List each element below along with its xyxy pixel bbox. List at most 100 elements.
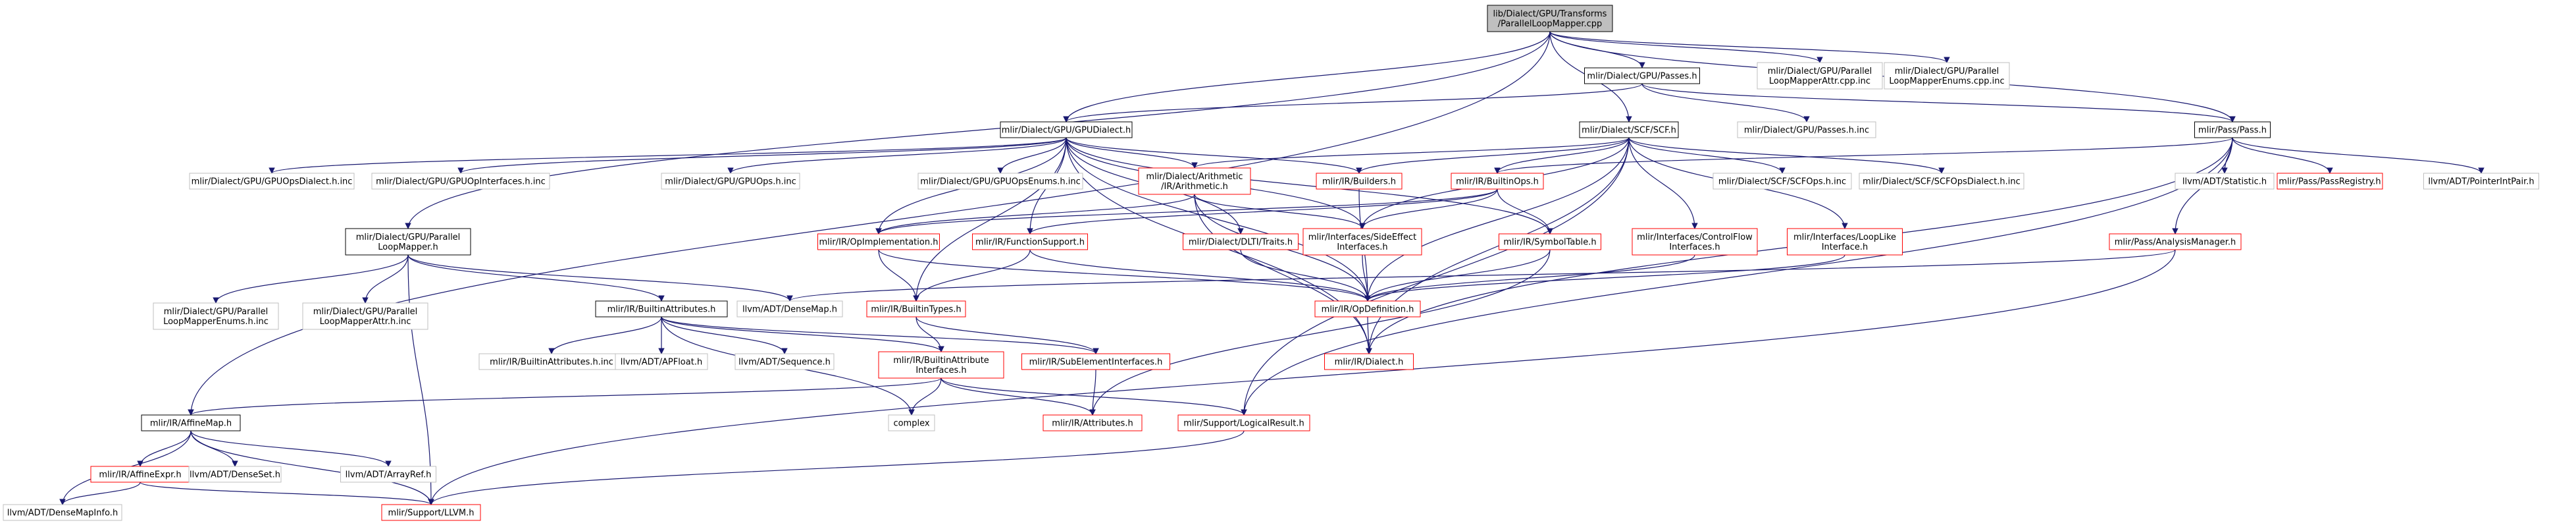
node-label: mlir/IR/BuiltinAttribute	[893, 356, 989, 366]
edge-passes_h-to-passes_inc	[1641, 83, 1810, 123]
node-attributes-h[interactable]: mlir/IR/Attributes.h	[1043, 414, 1143, 431]
node-label: LoopMapperAttr.h.inc	[320, 317, 411, 327]
node-label: mlir/IR/BuiltinAttributes.h.inc	[490, 358, 613, 368]
edge-gpu_dialect_h-to-op_definition_h	[1066, 137, 1371, 302]
edge-arith_h-to-op_impl_h	[875, 194, 1195, 235]
node-label: mlir/Pass/PassRegistry.h	[2279, 177, 2381, 187]
node-sub-element-ifaces-h[interactable]: mlir/IR/SubElementInterfaces.h	[1021, 353, 1170, 370]
node-label: mlir/Pass/Pass.h	[2198, 126, 2267, 136]
node-dialect-h[interactable]: mlir/IR/Dialect.h	[1324, 353, 1414, 370]
node-box	[1737, 121, 1876, 138]
edge-scf_h-to-builtin_ops_h	[1494, 137, 1630, 174]
node-op-definition-h[interactable]: mlir/IR/OpDefinition.h	[1314, 300, 1421, 318]
node-op-impl-h[interactable]: mlir/IR/OpImplementation.h	[817, 233, 940, 250]
node-label: LoopMapper.h	[378, 242, 438, 252]
edge-root-to-plm_h	[405, 31, 1551, 229]
edge-plm_h-to-builtin_attrs_h	[407, 254, 665, 302]
edge-root-to-gpu_enums_inc	[1549, 31, 1950, 63]
edge-builtin_ops_h-to-side_effect_h	[1359, 188, 1498, 229]
edge-builtin_attr_ifaces_h-to-logical_result_h	[940, 377, 1247, 416]
edge-scf_h-to-control_flow_h	[1628, 137, 1698, 229]
node-plm-enums-inc: mlir/Dialect/GPU/ParallelLoopMapperEnums…	[153, 302, 279, 330]
edge-pass_h-to-pointer_int_pair_h	[2232, 137, 2485, 174]
node-builtin-attrs-h[interactable]: mlir/IR/BuiltinAttributes.h	[595, 300, 728, 318]
node-label: llvm/ADT/PointerIntPair.h	[2428, 177, 2534, 187]
node-label: /ParallelLoopMapper.cpp	[1498, 19, 1603, 29]
node-box	[1632, 228, 1758, 256]
node-builtin-ops-h[interactable]: mlir/IR/BuiltinOps.h	[1451, 173, 1544, 190]
edge-scf_h-to-scf_ops_inc	[1628, 137, 1786, 174]
node-label: mlir/Dialect/GPU/Passes.h.inc	[1744, 126, 1869, 136]
node-pass-registry-h[interactable]: mlir/Pass/PassRegistry.h	[2277, 173, 2383, 190]
node-plm-h[interactable]: mlir/Dialect/GPU/ParallelLoopMapper.h	[345, 228, 471, 256]
node-gpu-dialect-h[interactable]: mlir/Dialect/GPU/GPUDialect.h	[1000, 121, 1133, 138]
node-complex: complex	[888, 414, 935, 431]
edge-builtin_attr_ifaces_h-to-affine_map_h	[188, 377, 942, 416]
node-box	[1043, 414, 1143, 431]
node-box	[345, 228, 471, 256]
node-box	[381, 504, 481, 521]
node-builtin-attrs-inc: mlir/IR/BuiltinAttributes.h.inc	[478, 353, 625, 370]
node-gpu-ops-enums-inc: mlir/Dialect/GPU/GPUOpsEnums.h.inc	[917, 173, 1083, 190]
node-root[interactable]: lib/Dialect/GPU/Transforms/ParallelLoopM…	[1487, 5, 1613, 32]
edge-op_impl_h-to-builtin_types_h	[878, 249, 919, 302]
node-label: llvm/ADT/Sequence.h	[738, 358, 831, 368]
node-label: mlir/Interfaces/SideEffect	[1308, 233, 1417, 242]
node-scf-h[interactable]: mlir/Dialect/SCF/SCF.h	[1579, 121, 1679, 138]
node-builders-h[interactable]: mlir/IR/Builders.h	[1316, 173, 1403, 190]
edge-logical_result_h-to-llvm_h	[428, 430, 1245, 505]
node-label: mlir/IR/BuiltinTypes.h	[871, 305, 961, 315]
node-logical-result-h[interactable]: mlir/Support/LogicalResult.h	[1177, 414, 1310, 431]
node-label: mlir/IR/BuiltinAttributes.h	[607, 305, 716, 315]
edge-arith_h-to-dialect_h	[1194, 194, 1372, 354]
node-analysis-manager-h[interactable]: mlir/Pass/AnalysisManager.h	[2109, 233, 2242, 250]
node-scf-ops-inc: mlir/Dialect/SCF/SCFOps.h.inc	[1713, 173, 1852, 190]
node-box	[595, 300, 728, 318]
node-label: mlir/Interfaces/ControlFlow	[1637, 233, 1753, 242]
edge-scf_h-to-builders_h	[1356, 137, 1630, 174]
node-box	[1884, 62, 2010, 90]
node-label: /IR/Arithmetic.h	[1161, 182, 1228, 192]
edge-symbol_table_h-to-attributes_h	[1089, 249, 1551, 416]
node-label: LoopMapperAttr.cpp.inc	[1769, 76, 1870, 86]
node-box	[2277, 173, 2383, 190]
node-pass-h[interactable]: mlir/Pass/Pass.h	[2194, 121, 2271, 138]
node-passes-h[interactable]: mlir/Dialect/GPU/Passes.h	[1584, 67, 1700, 84]
edge-gpu_dialect_h-to-gpu_ops_dialect_inc	[269, 137, 1067, 174]
node-box	[188, 466, 282, 483]
node-box	[817, 233, 940, 250]
node-function-support-h[interactable]: mlir/IR/FunctionSupport.h	[972, 233, 1088, 250]
node-label: Interfaces.h	[1669, 242, 1720, 252]
edge-analysis_manager_h-to-dense_map_h	[786, 249, 2176, 302]
edge-passes_h-to-pass_h	[1641, 83, 2236, 123]
edge-builtin_attr_ifaces_h-to-complex	[908, 377, 942, 416]
node-dlti-traits-h[interactable]: mlir/Dialect/DLTI/Traits.h	[1183, 233, 1299, 250]
node-affine-expr-h[interactable]: mlir/IR/AffineExpr.h	[90, 466, 190, 483]
node-llvm-h[interactable]: mlir/Support/LLVM.h	[381, 504, 481, 521]
edge-control_flow_h-to-op_definition_h	[1364, 254, 1695, 302]
node-box	[615, 353, 708, 370]
node-label: Interface.h	[1822, 242, 1868, 252]
node-box	[90, 466, 190, 483]
edge-affine_map_h-to-affine_expr_h	[137, 430, 192, 467]
node-box	[1451, 173, 1544, 190]
node-label: mlir/Dialect/GPU/GPUOpInterfaces.h.inc	[376, 177, 546, 187]
node-gpu-ops-inc: mlir/Dialect/GPU/GPUOps.h.inc	[661, 173, 800, 190]
node-label: mlir/IR/BuiltinOps.h	[1456, 177, 1539, 187]
edge-pass_h-to-statistic_h	[2221, 137, 2233, 174]
node-label: mlir/Dialect/Arithmetic	[1146, 172, 1243, 182]
edge-builtin_attrs_h-to-sequence_h	[661, 316, 788, 354]
edge-pass_h-to-logical_result_h	[1241, 137, 2233, 416]
node-arith-h[interactable]: mlir/Dialect/Arithmetic/IR/Arithmetic.h	[1138, 167, 1251, 195]
edge-builtin_ops_h-to-symbol_table_h	[1497, 188, 1553, 235]
node-affine-map-h[interactable]: mlir/IR/AffineMap.h	[141, 414, 241, 431]
node-symbol-table-h[interactable]: mlir/IR/SymbolTable.h	[1499, 233, 1601, 250]
edge-symbol_table_h-to-op_definition_h	[1364, 249, 1551, 302]
edge-scf_h-to-op_definition_h	[1364, 137, 1630, 302]
node-builtin-types-h[interactable]: mlir/IR/BuiltinTypes.h	[866, 300, 966, 318]
